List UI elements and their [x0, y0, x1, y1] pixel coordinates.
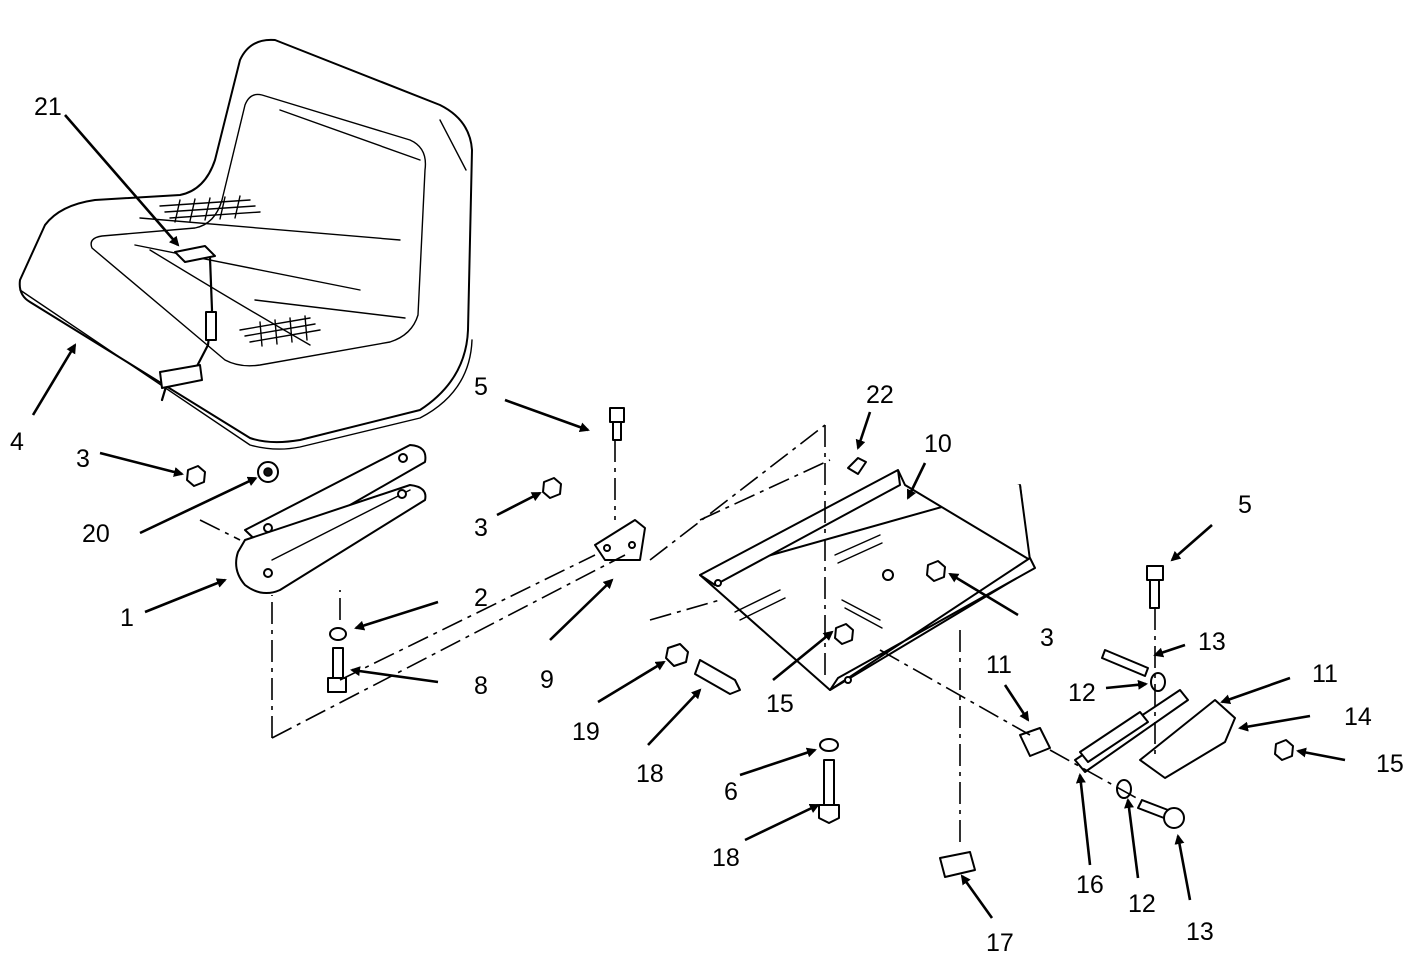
callout-16: 16	[1076, 871, 1104, 899]
callout-18: 18	[712, 844, 740, 872]
callout-21: 21	[34, 93, 62, 121]
callout-15: 15	[1376, 750, 1404, 778]
callout-labels: 21 4 3 20 1 2 8 5 3 9 19 18 15 22 10 3 6…	[10, 93, 1404, 957]
callout-5: 5	[474, 373, 488, 401]
callout-22: 22	[866, 381, 894, 409]
callout-15: 15	[766, 690, 794, 718]
callout-3: 3	[474, 514, 488, 542]
callout-20: 20	[82, 520, 110, 548]
leader-arrows	[31, 114, 1346, 919]
seat-switch	[159, 245, 217, 402]
callout-1: 1	[120, 604, 134, 632]
callout-3: 3	[1040, 624, 1054, 652]
callout-8: 8	[474, 672, 488, 700]
callout-12: 12	[1128, 890, 1156, 918]
callout-9: 9	[540, 666, 554, 694]
callout-3: 3	[76, 445, 90, 473]
callout-13: 13	[1198, 628, 1226, 656]
seat-hinge-bracket	[235, 444, 427, 595]
callout-19: 19	[572, 718, 600, 746]
seat-pan	[18, 38, 473, 450]
seat-grille	[159, 195, 321, 347]
callout-14: 14	[1344, 703, 1372, 731]
callout-13: 13	[1186, 918, 1214, 946]
callout-2: 2	[474, 584, 488, 612]
callout-11: 11	[986, 651, 1012, 679]
callout-12: 12	[1068, 679, 1096, 707]
callout-17: 17	[986, 929, 1014, 957]
callout-5: 5	[1238, 491, 1252, 519]
seat-mount-plate	[699, 469, 1036, 691]
callout-11: 11	[1312, 660, 1338, 688]
callout-18: 18	[636, 760, 664, 788]
angle-bracket	[594, 519, 646, 561]
callout-10: 10	[924, 430, 952, 458]
assembly-lines	[199, 424, 1156, 845]
callout-4: 4	[10, 428, 24, 456]
callout-6: 6	[724, 778, 738, 806]
